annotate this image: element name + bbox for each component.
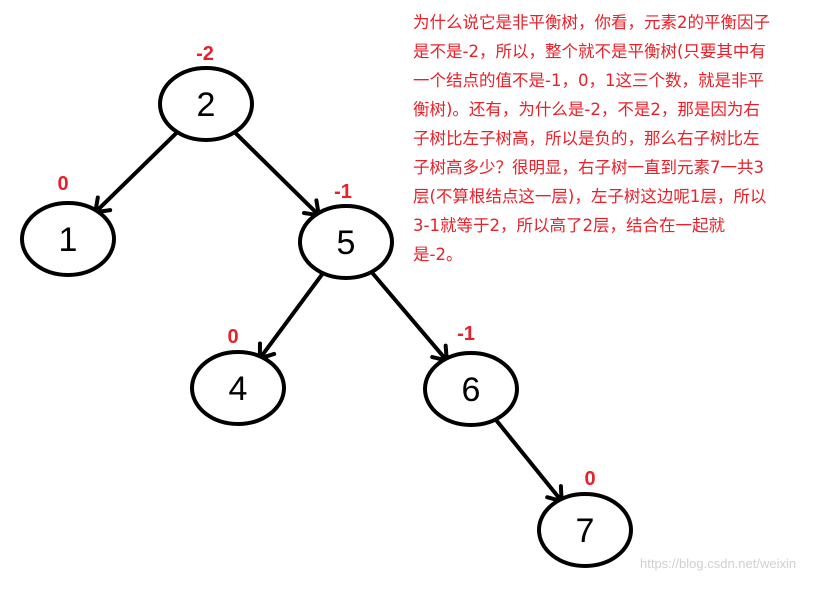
- note-line: 子树高多少？很明显，右子树一直到元素7一共3: [413, 158, 764, 177]
- node-value: 6: [462, 371, 481, 409]
- note-line: 3-1就等于2，所以高了2层，结合在一起就: [413, 216, 725, 235]
- node-circle: [158, 66, 254, 142]
- edge-arrow: [93, 131, 178, 215]
- tree-node-6: 6: [423, 351, 519, 427]
- note-line: 层(不算根结点这一层)，左子树这边呢1层，所以: [413, 187, 767, 206]
- tree-node-5: 5: [298, 204, 394, 280]
- watermark: https://blog.csdn.net/weixin: [640, 556, 797, 571]
- note-line: 是不是-2，所以，整个就不是平衡树(只要其中有: [413, 42, 766, 61]
- edge-arrow: [257, 272, 324, 361]
- node-circle: [537, 492, 633, 568]
- tree-node-2: 2: [158, 66, 254, 142]
- tree-node-4: 4: [190, 350, 286, 426]
- balance-factor-1: 0: [57, 173, 68, 195]
- balance-factor-labels: -2 0 -1 0 -1 0: [57, 43, 595, 490]
- balance-factor-6: -1: [457, 323, 475, 345]
- node-value: 7: [576, 512, 595, 550]
- tree-node-1: 1: [20, 201, 116, 277]
- node-value: 5: [337, 224, 356, 262]
- balance-factor-5: -1: [334, 181, 352, 203]
- edge-arrow: [494, 418, 564, 504]
- tree-node-7: 7: [537, 492, 633, 568]
- node-circle: [190, 350, 286, 426]
- note-line: 为什么说它是非平衡树，你看，元素2的平衡因子: [413, 13, 770, 32]
- balance-factor-4: 0: [227, 326, 238, 348]
- node-value: 4: [229, 370, 248, 408]
- edge-arrow: [370, 271, 449, 363]
- note-line: 衡树)。还有，为什么是-2，不是2，那是因为右: [413, 100, 760, 119]
- note-line: 一个结点的值不是-1，0，1这三个数，就是非平: [413, 71, 764, 90]
- node-circle: [423, 351, 519, 427]
- node-circle: [20, 201, 116, 277]
- explanation-note: 为什么说它是非平衡树，你看，元素2的平衡因子 是不是-2，所以，整个就不是平衡树…: [413, 8, 828, 269]
- tree-nodes: 2 1 5 4 6 7: [20, 66, 633, 568]
- node-circle: [298, 204, 394, 280]
- balance-factor-7: 0: [584, 468, 595, 490]
- tree-edges: [93, 131, 564, 504]
- node-value: 2: [197, 86, 216, 124]
- note-line: 子树比左子树高，所以是负的，那么右子树比左: [413, 129, 760, 148]
- edge-arrow: [234, 131, 321, 218]
- balance-factor-2: -2: [196, 43, 214, 65]
- note-line: 是-2。: [413, 245, 463, 264]
- node-value: 1: [59, 221, 78, 259]
